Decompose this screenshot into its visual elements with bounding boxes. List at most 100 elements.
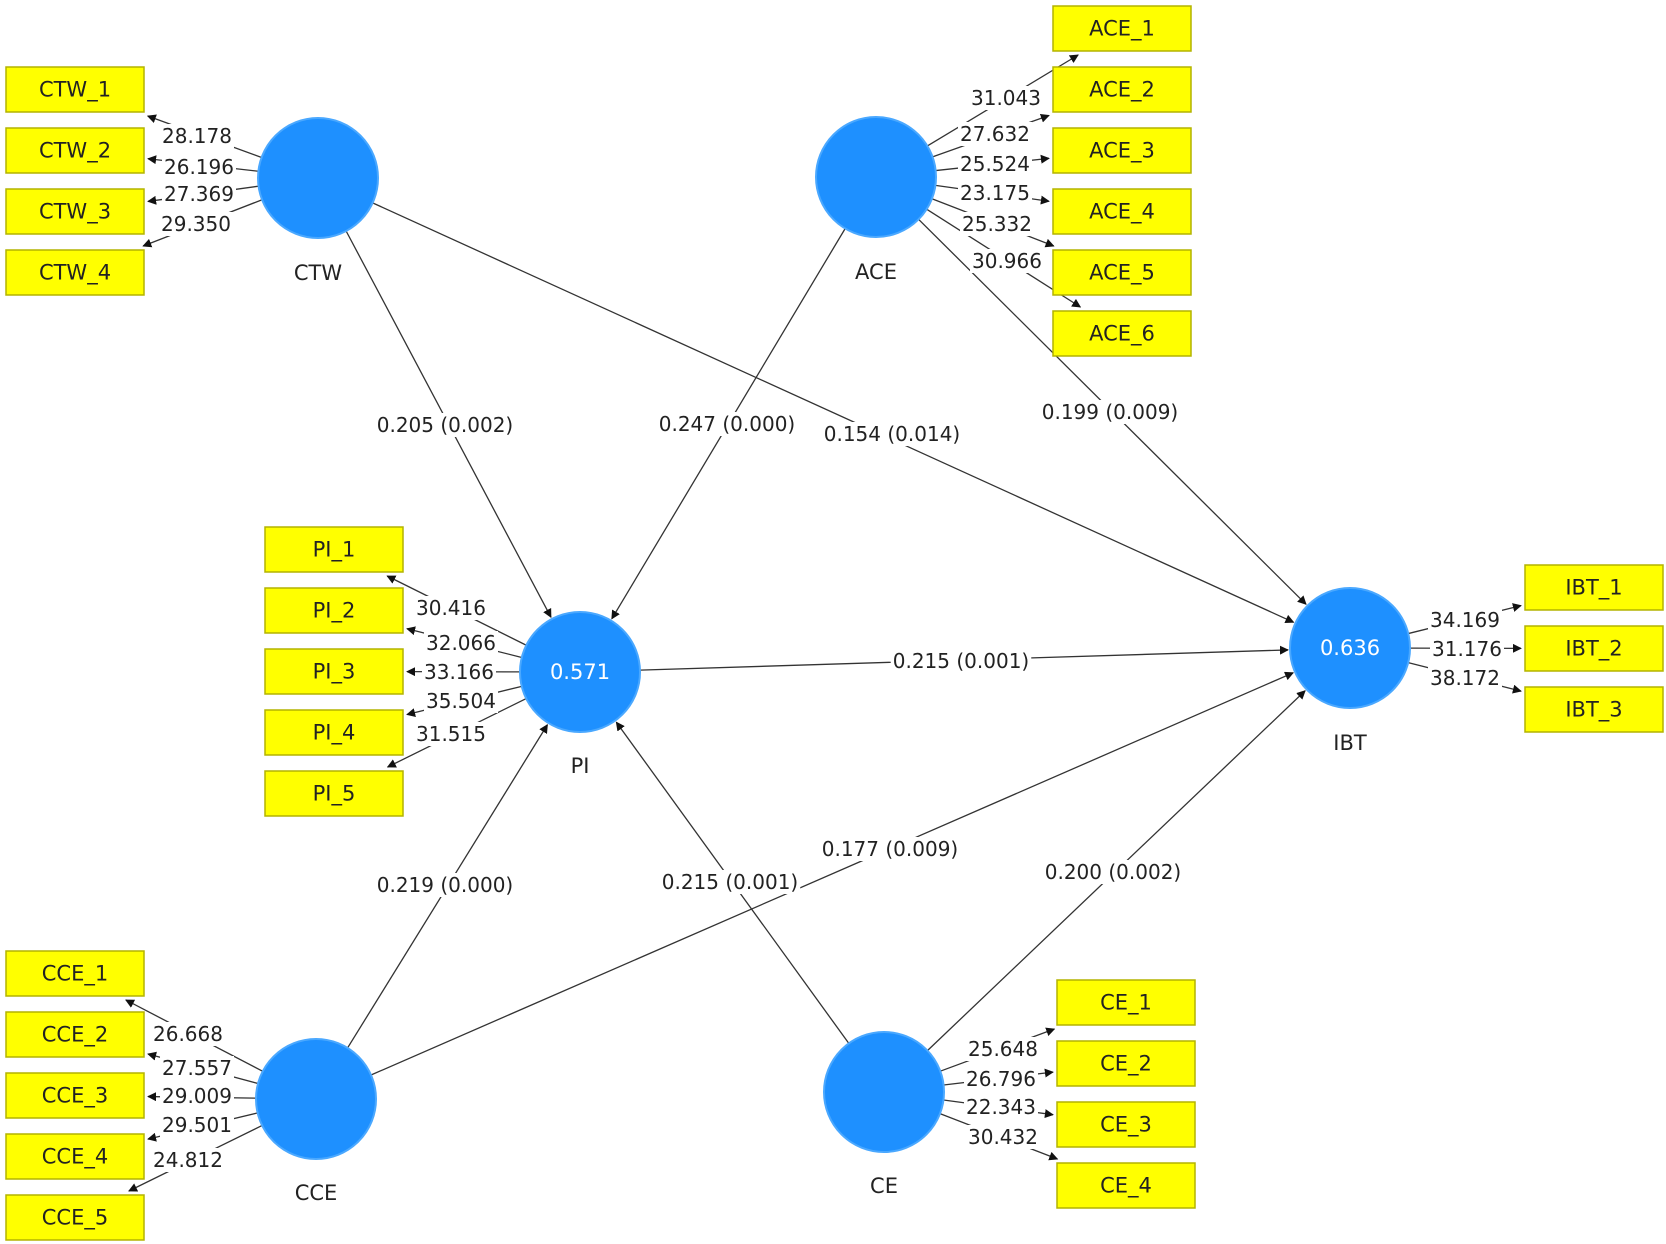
svg-text:35.504: 35.504 <box>426 689 496 713</box>
indicator-ace-6[interactable]: ACE_6 <box>1052 310 1192 357</box>
loading-value-ace-1: 31.043 <box>969 86 1043 110</box>
svg-text:24.812: 24.812 <box>153 1148 223 1172</box>
indicator-label: PI_5 <box>313 782 356 807</box>
svg-text:0.154 (0.014): 0.154 (0.014) <box>824 422 960 446</box>
svg-text:27.557: 27.557 <box>162 1056 232 1080</box>
loading-value-pi-3: 33.166 <box>422 660 496 684</box>
loading-value-cce-5: 24.812 <box>151 1148 225 1172</box>
construct-ace[interactable]: ACE <box>815 116 937 284</box>
svg-text:32.066: 32.066 <box>426 631 496 655</box>
construct-circle <box>815 116 937 238</box>
svg-text:25.332: 25.332 <box>962 212 1032 236</box>
construct-label: CE <box>870 1174 898 1198</box>
indicator-box <box>5 950 145 997</box>
loading-value-ce-3: 22.343 <box>964 1095 1038 1119</box>
indicator-pi-4[interactable]: PI_4 <box>264 709 404 756</box>
construct-label: ACE <box>855 260 897 284</box>
svg-text:0.200 (0.002): 0.200 (0.002) <box>1045 860 1181 884</box>
svg-text:23.175: 23.175 <box>960 181 1030 205</box>
indicator-ace-4[interactable]: ACE_4 <box>1052 188 1192 235</box>
indicator-ctw-1[interactable]: CTW_1 <box>5 66 145 113</box>
svg-text:27.369: 27.369 <box>164 182 234 206</box>
construct-ctw[interactable]: CTW <box>257 117 379 285</box>
path-coefficient-ce-pi: 0.215 (0.001) <box>659 870 801 894</box>
indicator-ctw-2[interactable]: CTW_2 <box>5 127 145 174</box>
path-coefficient-cce-ibt: 0.177 (0.009) <box>819 837 961 861</box>
indicator-label: ACE_1 <box>1089 17 1155 42</box>
indicator-cce-2[interactable]: CCE_2 <box>5 1011 145 1058</box>
indicator-box <box>1052 310 1192 357</box>
indicator-box <box>1052 5 1192 52</box>
svg-text:31.515: 31.515 <box>416 722 486 746</box>
svg-text:29.501: 29.501 <box>162 1113 232 1137</box>
indicator-pi-2[interactable]: PI_2 <box>264 587 404 634</box>
indicator-ibt-2[interactable]: IBT_2 <box>1524 625 1664 672</box>
svg-text:22.343: 22.343 <box>966 1095 1036 1119</box>
indicator-label: IBT_1 <box>1565 576 1622 601</box>
svg-text:0.247 (0.000): 0.247 (0.000) <box>659 412 795 436</box>
indicator-ace-5[interactable]: ACE_5 <box>1052 249 1192 296</box>
indicator-label: CE_4 <box>1100 1174 1152 1199</box>
loading-value-ce-4: 30.432 <box>966 1125 1040 1149</box>
indicator-ctw-4[interactable]: CTW_4 <box>5 249 145 296</box>
indicator-ace-1[interactable]: ACE_1 <box>1052 5 1192 52</box>
indicator-cce-4[interactable]: CCE_4 <box>5 1133 145 1180</box>
svg-text:27.632: 27.632 <box>960 122 1030 146</box>
construct-circle <box>823 1031 945 1153</box>
indicator-pi-5[interactable]: PI_5 <box>264 770 404 817</box>
indicator-label: PI_3 <box>313 660 356 685</box>
loading-value-ace-2: 27.632 <box>958 122 1032 146</box>
svg-text:33.166: 33.166 <box>424 660 494 684</box>
loading-value-ce-1: 25.648 <box>966 1037 1040 1061</box>
indicator-box <box>1056 1162 1196 1209</box>
indicator-box <box>1056 1040 1196 1087</box>
construct-circle <box>1289 587 1411 709</box>
loading-value-pi-2: 32.066 <box>424 631 498 655</box>
indicator-label: ACE_6 <box>1089 322 1155 347</box>
r-squared-value: 0.636 <box>1320 636 1380 660</box>
indicator-ce-4[interactable]: CE_4 <box>1056 1162 1196 1209</box>
indicator-ce-2[interactable]: CE_2 <box>1056 1040 1196 1087</box>
construct-ce[interactable]: CE <box>823 1031 945 1198</box>
construct-cce[interactable]: CCE <box>255 1038 377 1205</box>
svg-text:31.043: 31.043 <box>971 86 1041 110</box>
indicator-ce-1[interactable]: CE_1 <box>1056 979 1196 1026</box>
svg-text:31.176: 31.176 <box>1432 637 1502 661</box>
indicator-pi-1[interactable]: PI_1 <box>264 526 404 573</box>
indicator-ce-3[interactable]: CE_3 <box>1056 1101 1196 1148</box>
indicator-box <box>264 648 404 695</box>
indicator-box <box>5 1011 145 1058</box>
svg-text:0.199 (0.009): 0.199 (0.009) <box>1042 400 1178 424</box>
indicator-cce-1[interactable]: CCE_1 <box>5 950 145 997</box>
loading-value-ctw-2: 26.196 <box>162 155 236 179</box>
path-ctw-to-ibt <box>372 202 1295 624</box>
construct-label: IBT <box>1333 731 1367 755</box>
indicator-ibt-3[interactable]: IBT_3 <box>1524 686 1664 733</box>
indicator-cce-5[interactable]: CCE_5 <box>5 1194 145 1241</box>
indicator-box <box>1056 979 1196 1026</box>
path-coefficient-ctw-pi: 0.205 (0.002) <box>374 413 516 437</box>
indicator-ctw-3[interactable]: CTW_3 <box>5 188 145 235</box>
indicator-label: CTW_1 <box>39 78 111 103</box>
indicator-pi-3[interactable]: PI_3 <box>264 648 404 695</box>
indicator-cce-3[interactable]: CCE_3 <box>5 1072 145 1119</box>
indicator-box <box>5 1133 145 1180</box>
r-squared-value: 0.571 <box>550 660 610 684</box>
path-coefficient-pi-ibt: 0.215 (0.001) <box>890 649 1032 673</box>
loading-value-ce-2: 26.796 <box>964 1067 1038 1091</box>
indicator-ace-3[interactable]: ACE_3 <box>1052 127 1192 174</box>
indicator-box <box>5 1072 145 1119</box>
loading-value-cce-1: 26.668 <box>151 1022 225 1046</box>
indicator-ace-2[interactable]: ACE_2 <box>1052 66 1192 113</box>
svg-text:34.169: 34.169 <box>1430 608 1500 632</box>
indicator-box <box>5 66 145 113</box>
indicator-box <box>5 1194 145 1241</box>
indicator-label: PI_2 <box>313 599 356 624</box>
indicator-box <box>5 127 145 174</box>
loading-value-cce-2: 27.557 <box>160 1056 234 1080</box>
indicator-ibt-1[interactable]: IBT_1 <box>1524 564 1664 611</box>
